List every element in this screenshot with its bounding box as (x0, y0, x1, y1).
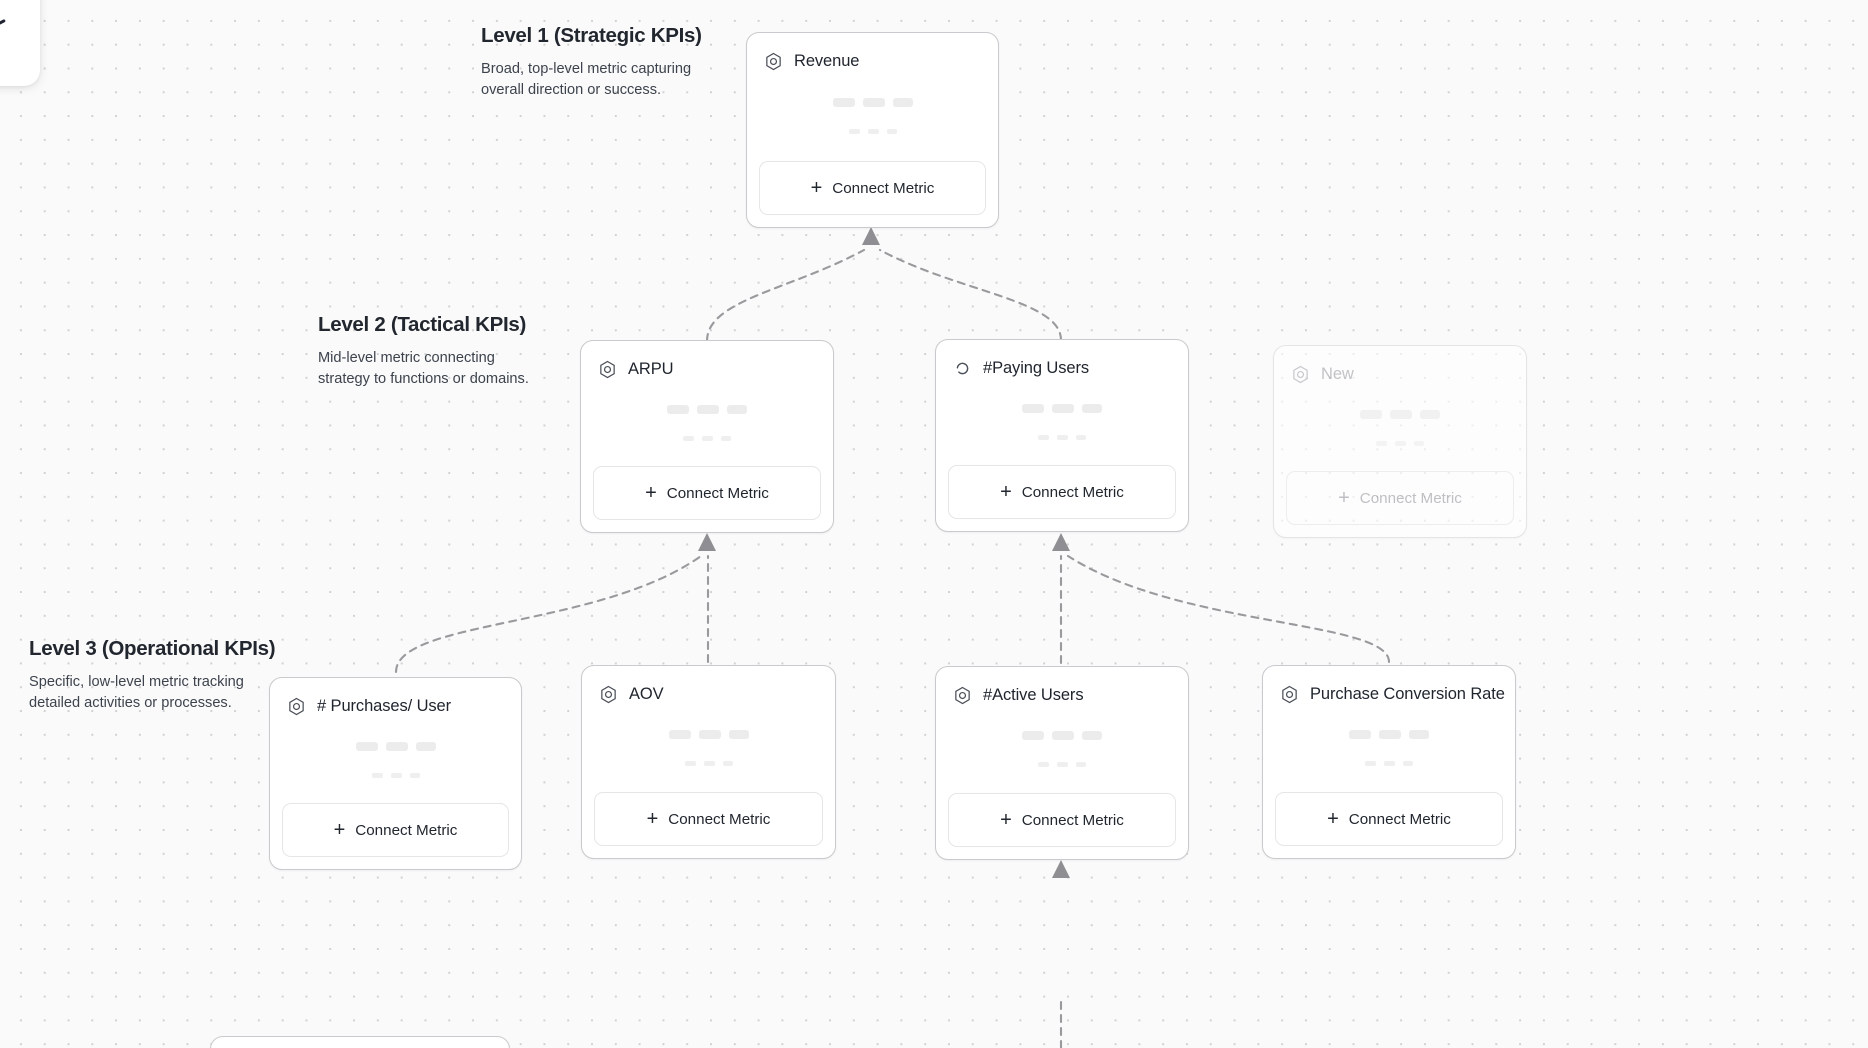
skeleton-row-secondary (684, 761, 733, 766)
skeleton-row-secondary (1038, 434, 1086, 440)
level-1-label: Level 1 (Strategic KPIs) Broad, top-leve… (481, 24, 781, 101)
plus-icon: + (1338, 487, 1350, 509)
connect-metric-label: Connect Metric (832, 179, 935, 197)
level-3-title: Level 3 (Operational KPIs) (29, 637, 276, 660)
connect-metric-button[interactable]: + Connect Metric (948, 793, 1176, 847)
level-1-description: Broad, top-level metric capturing overal… (481, 61, 692, 99)
card-title: ARPU (628, 360, 674, 378)
hexagon-target-icon (955, 686, 970, 705)
card-header: #Active Users (936, 667, 1188, 709)
card-header: New (1274, 346, 1526, 388)
card-skeleton-body (1263, 708, 1515, 792)
connect-metric-button[interactable]: + Connect Metric (282, 803, 509, 857)
level-2-label: Level 2 (Tactical KPIs) Mid-level metric… (318, 313, 618, 390)
plus-icon: + (646, 808, 659, 830)
hexagon-target-icon (1293, 365, 1308, 384)
hexagon-target-icon (766, 52, 781, 71)
card-skeleton-body (581, 383, 833, 466)
connect-metric-label: Connect Metric (666, 484, 769, 502)
level-1-title: Level 1 (Strategic KPIs) (481, 24, 702, 47)
plus-icon: + (1000, 809, 1012, 831)
card-title: #Paying Users (983, 359, 1089, 377)
card-title: Purchase Conversion Rate (1310, 685, 1505, 703)
card-title: # Purchases/ User (317, 697, 452, 715)
plus-icon: + (1327, 808, 1339, 830)
card-header: # Purchases/ User (270, 678, 521, 720)
plus-icon: + (810, 177, 823, 199)
level-3-description: Specific, low-level metric tracking deta… (29, 674, 244, 712)
card-header: ARPU (581, 341, 833, 383)
card-title: Revenue (794, 52, 860, 70)
metric-card-purchases-per-user[interactable]: # Purchases/ User + Connect Metric (269, 677, 522, 870)
card-title: #Active Users (983, 686, 1084, 704)
edge-panel[interactable] (0, 0, 40, 86)
skeleton-row-primary (355, 741, 436, 751)
connect-metric-label: Connect Metric (1359, 489, 1462, 507)
connect-metric-button[interactable]: + Connect Metric (594, 792, 823, 846)
skeleton-row-primary (668, 730, 749, 739)
connect-metric-button[interactable]: + Connect Metric (759, 161, 986, 215)
metric-card-active-users[interactable]: #Active Users + Connect Metric (935, 666, 1189, 860)
card-header: Purchase Conversion Rate (1263, 666, 1515, 708)
card-skeleton-body (936, 382, 1188, 465)
skeleton-row-primary (1360, 409, 1440, 419)
connect-metric-label: Connect Metric (1348, 810, 1451, 828)
metric-card-paying-users[interactable]: #Paying Users + Connect Metric (935, 339, 1189, 532)
card-skeleton-body (936, 709, 1188, 793)
card-title: AOV (629, 685, 664, 703)
level-3-label: Level 3 (Operational KPIs) Specific, low… (29, 637, 329, 714)
connect-metric-button[interactable]: + Connect Metric (593, 466, 821, 520)
connect-metric-label: Connect Metric (1021, 811, 1124, 829)
level-2-title: Level 2 (Tactical KPIs) (318, 313, 527, 336)
plus-icon: + (333, 819, 346, 841)
card-skeleton-body (1274, 388, 1526, 471)
connect-metric-label: Connect Metric (355, 821, 458, 839)
hexagon-target-icon (600, 360, 615, 379)
metric-card-aov[interactable]: AOV + Connect Metric (581, 665, 836, 859)
hexagon-target-icon (289, 697, 304, 716)
skeleton-row-secondary (848, 129, 897, 134)
skeleton-row-secondary (371, 772, 420, 778)
skeleton-row-primary (1022, 403, 1102, 413)
plus-icon: + (645, 482, 657, 504)
card-skeleton-body (582, 708, 835, 792)
card-header: #Paying Users (936, 340, 1188, 382)
connect-metric-button[interactable]: + Connect Metric (1286, 471, 1514, 525)
metric-card-revenue[interactable]: Revenue + Connect Metric (746, 32, 999, 228)
hexagon-target-icon (1282, 685, 1297, 704)
metric-card-purchase-conversion-rate[interactable]: Purchase Conversion Rate + Connect Metri… (1262, 665, 1516, 859)
card-skeleton-body (270, 720, 521, 803)
connect-metric-button[interactable]: + Connect Metric (948, 465, 1176, 519)
skeleton-row-secondary (1365, 761, 1413, 766)
card-header: Revenue (747, 33, 998, 75)
skeleton-row-secondary (1038, 762, 1086, 767)
metric-card-new[interactable]: New + Connect Metric (1273, 345, 1527, 538)
card-header: AOV (582, 666, 835, 708)
connect-metric-label: Connect Metric (1021, 483, 1124, 501)
loading-spinner-icon (956, 362, 969, 375)
panel-handle-icon (0, 18, 6, 29)
skeleton-row-primary (667, 404, 747, 414)
skeleton-row-primary (1022, 731, 1102, 740)
metric-card-offscreen-bottom[interactable] (210, 1036, 510, 1048)
skeleton-row-secondary (683, 435, 731, 441)
plus-icon: + (1000, 481, 1012, 503)
connect-metric-button[interactable]: + Connect Metric (1275, 792, 1503, 846)
connect-metric-label: Connect Metric (668, 810, 771, 828)
hexagon-target-icon (601, 685, 616, 704)
card-skeleton-body (747, 75, 998, 161)
level-2-description: Mid-level metric connecting strategy to … (318, 350, 529, 388)
skeleton-row-primary (832, 98, 913, 107)
metric-card-arpu[interactable]: ARPU + Connect Metric (580, 340, 834, 533)
skeleton-row-secondary (1376, 440, 1424, 446)
skeleton-row-primary (1349, 730, 1429, 739)
card-title: New (1321, 365, 1354, 383)
